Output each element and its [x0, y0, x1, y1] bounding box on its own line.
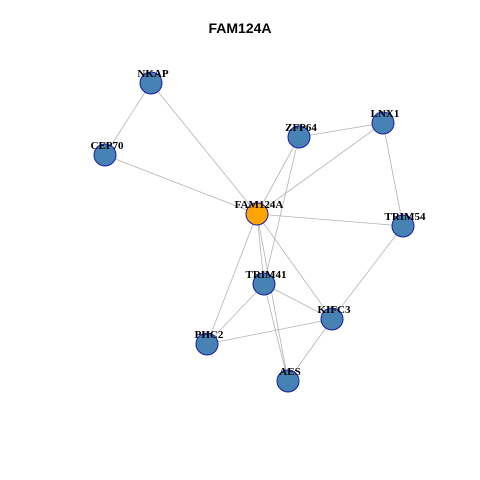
edge-kifc3-aes [287, 318, 333, 382]
edge-zfp64-lnx1 [298, 122, 384, 138]
edge-trim41-kifc3 [263, 283, 333, 320]
edge-kifc3-phc2 [206, 318, 333, 345]
node-fam124a[interactable] [245, 202, 269, 226]
edge-lnx1-fam124a [256, 122, 384, 215]
edge-zfp64-trim41 [263, 136, 300, 285]
edge-trim41-aes [263, 283, 289, 382]
node-layer [93, 71, 415, 393]
edge-fam124a-phc2 [206, 213, 258, 345]
edge-fam124a-kifc3 [256, 213, 333, 320]
edge-trim41-phc2 [206, 283, 265, 345]
node-cep70[interactable] [93, 143, 117, 167]
edge-fam124a-trim41 [256, 213, 265, 285]
node-label-trim54: TRIM54 [385, 211, 426, 223]
edge-lnx1-trim54 [382, 122, 404, 227]
node-label-lnx1: LNX1 [371, 108, 400, 120]
node-kifc3[interactable] [320, 307, 344, 331]
edge-nkap-fam124a [150, 82, 258, 215]
node-aes[interactable] [276, 369, 300, 393]
node-trim41[interactable] [252, 272, 276, 296]
node-phc2[interactable] [195, 332, 219, 356]
node-label-kifc3: KIFC3 [318, 304, 352, 316]
node-label-aes: AES [279, 366, 300, 378]
node-label-fam124a: FAM124A [235, 199, 284, 211]
graph-title: FAM124A [208, 20, 272, 36]
node-nkap[interactable] [139, 71, 163, 95]
edge-nkap-cep70 [104, 82, 152, 156]
edge-trim54-kifc3 [331, 225, 404, 320]
node-label-nkap: NKAP [137, 68, 168, 80]
edge-fam124a-trim54 [256, 213, 404, 227]
node-trim54[interactable] [391, 214, 415, 238]
edge-layer [104, 82, 404, 382]
node-zfp64[interactable] [287, 125, 311, 149]
edge-cep70-fam124a [104, 154, 258, 215]
node-label-phc2: PHC2 [195, 329, 224, 341]
node-label-trim41: TRIM41 [246, 269, 287, 281]
label-layer: FAM124A NKAP CEP70 ZFP64 LNX1TRIM54TRIM41KIF… [91, 68, 426, 378]
edge-zfp64-fam124a [256, 136, 300, 215]
node-lnx1[interactable] [371, 111, 395, 135]
node-label-zfp64: ZFP64 [285, 122, 317, 134]
edge-fam124a-aes [256, 213, 289, 382]
node-label-cep70: CEP70 [91, 140, 125, 152]
